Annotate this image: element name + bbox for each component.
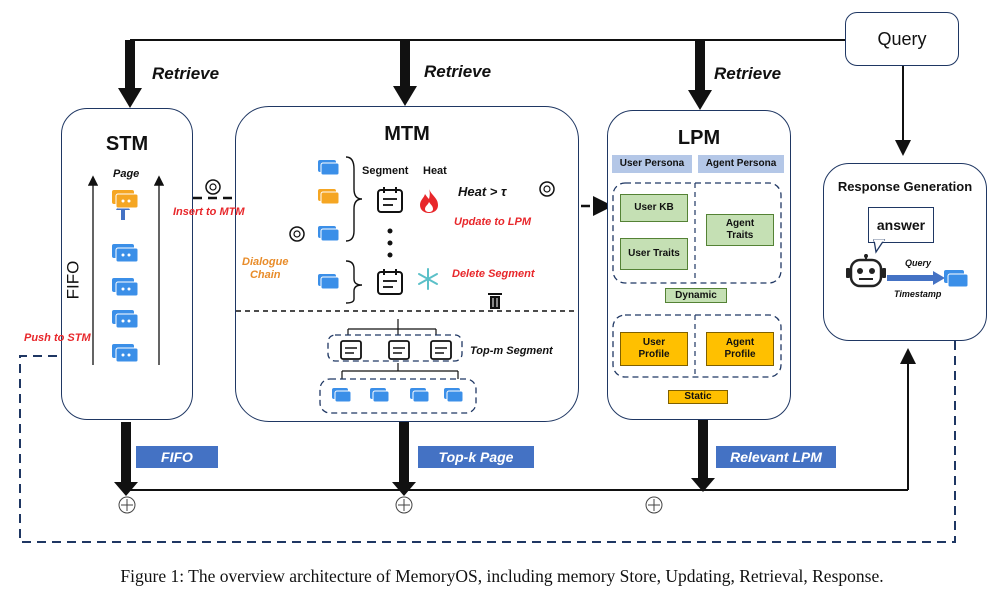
- stm-title: STM: [105, 133, 149, 155]
- query-label: Query: [877, 28, 927, 49]
- user-kb-label: User KB: [634, 202, 674, 213]
- retrieve-arrow-lpm: [688, 40, 712, 110]
- trash-icon: [488, 293, 502, 309]
- gpt-icon: [539, 181, 555, 197]
- answer-bubble: answer: [868, 207, 934, 243]
- gpt-icon: [205, 179, 221, 195]
- lpm-output-tag: Relevant LPM: [716, 446, 836, 468]
- heat-label: Heat: [423, 165, 447, 177]
- dynamic-box: Dynamic: [665, 288, 727, 303]
- page-icon-highlighted: [112, 190, 139, 209]
- page-icon: [370, 388, 390, 403]
- agent-traits-label: Agent Traits: [725, 218, 755, 241]
- mtm-divider-and-tree: [236, 310, 576, 414]
- response-query-label: Query: [905, 258, 932, 268]
- retrieve-label-mtm: Retrieve: [424, 62, 492, 81]
- segment-icon: [430, 340, 452, 360]
- retrieve-label-lpm: Retrieve: [714, 64, 782, 83]
- response-arrow: [887, 271, 945, 285]
- lpm-title: LPM: [677, 127, 721, 149]
- agent-persona-header: Agent Persona: [698, 155, 784, 173]
- page-icon: [318, 226, 340, 242]
- mtm-title: MTM: [384, 123, 430, 145]
- page-icon: [444, 388, 464, 403]
- agent-profile-label: Agent Profile: [724, 337, 756, 360]
- user-profile-label: User Profile: [638, 337, 670, 360]
- page-icon-highlighted: [318, 189, 340, 205]
- insert-to-mtm-label: Insert to MTM: [173, 206, 245, 218]
- user-persona-header: User Persona: [612, 155, 692, 173]
- segment-icon: [377, 269, 403, 295]
- response-generation-module: Response Generation: [823, 163, 987, 341]
- robot-icon: [846, 254, 886, 288]
- page-icon: [112, 310, 139, 329]
- lpm-groups: [612, 182, 782, 378]
- push-to-stm-label: Push to STM: [24, 332, 91, 344]
- page-icon: [332, 388, 352, 403]
- response-generation-title: Response Generation: [837, 179, 973, 194]
- gpt-icon: [289, 226, 305, 242]
- agent-traits-box: Agent Traits: [706, 214, 774, 246]
- retrieve-arrow-mtm: [393, 40, 417, 106]
- page-icon: [318, 274, 340, 290]
- output-arrow-stm: [114, 422, 138, 496]
- static-box: Static: [668, 390, 728, 404]
- stm-output-tag: FIFO: [136, 446, 218, 468]
- bubble-tail: [873, 239, 886, 254]
- page-icon: [112, 344, 139, 363]
- page-icon: [410, 388, 430, 403]
- user-kb-box: User KB: [620, 194, 688, 222]
- query-box: Query: [845, 12, 959, 66]
- plus-circle-icon: [118, 496, 663, 514]
- flame-icon: [420, 189, 438, 213]
- user-traits-box: User Traits: [620, 238, 688, 270]
- figure-caption: Figure 1: The overview architecture of M…: [120, 566, 884, 586]
- heat-condition-label: Heat > τ: [458, 184, 507, 199]
- delete-segment-label: Delete Segment: [452, 268, 535, 280]
- segment-icon: [388, 340, 410, 360]
- dynamic-label: Dynamic: [675, 289, 717, 301]
- answer-label: answer: [876, 217, 926, 233]
- stm-page-label: Page: [113, 168, 140, 180]
- mtm-output-tag: Top-k Page: [418, 446, 534, 468]
- page-icon: [112, 244, 139, 263]
- agent-profile-box: Agent Profile: [706, 332, 774, 366]
- segment-icon: [377, 187, 403, 213]
- update-to-lpm-label: Update to LPM: [454, 216, 531, 228]
- page-icon: [112, 278, 139, 297]
- page-icon: [318, 160, 340, 176]
- segment-braces: [345, 156, 393, 304]
- dialogue-chain-label: Dialogue Chain: [242, 256, 289, 281]
- segment-label: Segment: [362, 165, 409, 177]
- retrieve-arrow-stm: [118, 40, 142, 108]
- stm-module: STM: [61, 108, 193, 420]
- output-arrow-lpm: [691, 420, 715, 492]
- snowflake-icon: [418, 268, 438, 290]
- stm-fifo-side-label: FIFO: [63, 260, 83, 300]
- mtm-module: MTM: [235, 106, 579, 422]
- topm-segment-label: Top-m Segment: [470, 345, 553, 357]
- page-icon: [944, 270, 969, 288]
- user-profile-box: User Profile: [620, 332, 688, 366]
- response-timestamp-label: Timestamp: [894, 289, 942, 299]
- segment-icon: [340, 340, 362, 360]
- retrieve-label-stm: Retrieve: [152, 64, 220, 83]
- output-arrow-mtm: [392, 420, 416, 496]
- static-label: Static: [684, 391, 712, 402]
- user-traits-label: User Traits: [628, 248, 680, 259]
